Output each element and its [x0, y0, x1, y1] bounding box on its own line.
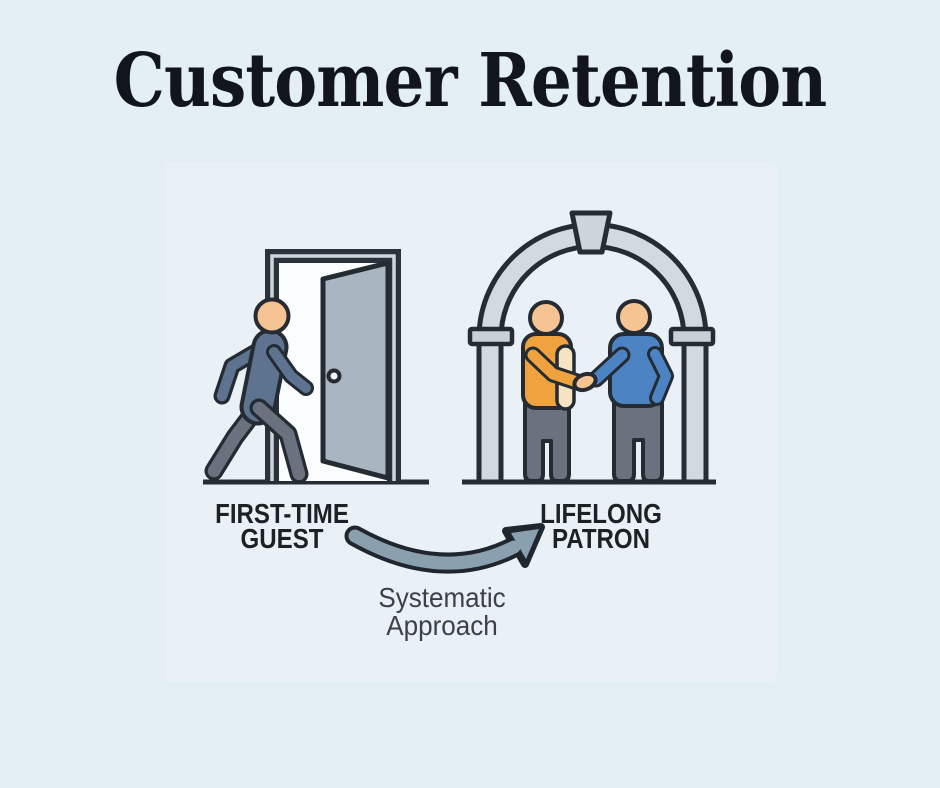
first-time-guest-line1: FIRST-TIME — [215, 498, 349, 529]
page-title: Customer Retention — [113, 38, 828, 124]
front-arm — [269, 347, 311, 393]
orange-person-head — [528, 300, 564, 336]
orange-person-pants — [523, 402, 571, 483]
blue-person-far-arm — [650, 349, 671, 403]
orange-person-reach-arm — [527, 349, 583, 388]
front-leg — [252, 401, 306, 481]
blue-person-pants — [612, 400, 664, 483]
orange-person — [521, 300, 586, 483]
arch-structure — [476, 222, 709, 485]
keystone — [569, 210, 613, 255]
door-panel — [320, 260, 391, 481]
blue-person-reach-arm — [590, 349, 628, 385]
handshake-icon — [521, 299, 674, 483]
blue-person — [587, 299, 674, 483]
arch-scene — [462, 210, 716, 485]
door-scene — [203, 249, 429, 485]
lifelong-patron-line2: PATRON — [551, 523, 651, 554]
curved-arrow-icon — [344, 523, 545, 574]
lifelong-patron-line1: LIFELONG — [540, 498, 662, 529]
impost-block-right — [668, 326, 716, 347]
impost-block-left — [467, 326, 515, 347]
arrow-head — [511, 529, 539, 559]
blue-person-head — [616, 299, 652, 335]
systematic-approach-line1: Systematic — [378, 582, 506, 613]
first-time-guest-line2: GUEST — [240, 523, 324, 554]
arrow-shaft — [348, 529, 521, 570]
first-time-guest-label: FIRST-TIME GUEST — [187, 498, 376, 554]
systematic-approach-label: Systematic Approach — [340, 584, 545, 640]
lifelong-patron-label: LIFELONG PATRON — [506, 498, 695, 554]
door-knob — [326, 368, 342, 384]
walking-person-icon — [204, 297, 314, 484]
walker-head — [253, 297, 291, 335]
clasped-hands — [572, 371, 598, 393]
systematic-approach-line2: Approach — [386, 610, 498, 641]
